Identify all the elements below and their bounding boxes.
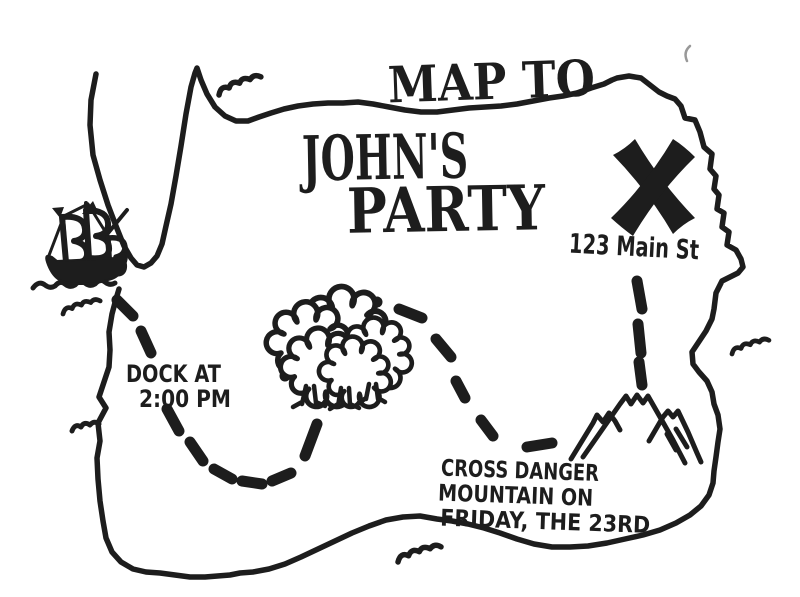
dashed-route-path: [631, 275, 648, 391]
sail: [83, 207, 113, 262]
danger-note-line1: CROSS DANGER: [441, 456, 600, 488]
destination-address-label: 123 Main St: [568, 229, 700, 267]
x-marks-the-spot-icon: [611, 139, 695, 236]
flag: [52, 201, 99, 218]
heading-line2: PARTY: [346, 171, 546, 247]
danger-mountain-icon: [568, 392, 704, 466]
pen-mark: [684, 44, 692, 63]
mountain-hatching: [664, 426, 690, 453]
danger-note-line2: MOUNTAIN ON: [438, 480, 594, 511]
pirate-ship-icon: [30, 201, 129, 291]
heading-line1: JOHN'S: [298, 120, 468, 196]
hull: [45, 252, 129, 286]
map-title: MAP TO: [387, 48, 596, 114]
island-coastline: [87, 65, 746, 580]
dock-note-line1: DOCK AT: [126, 360, 221, 388]
tree-trunks: [290, 381, 388, 412]
dock-note-line2: 2:00 PM: [139, 385, 231, 413]
trees-icon: [266, 287, 412, 412]
